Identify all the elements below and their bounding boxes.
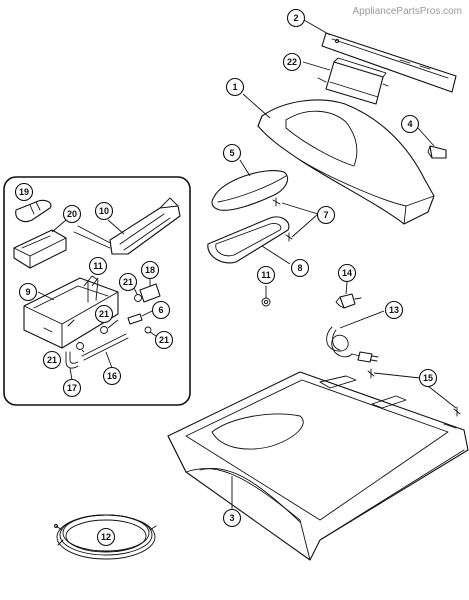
svg-text:16: 16 (107, 371, 117, 381)
leader-6 (141, 309, 155, 317)
part-5-lens (211, 170, 289, 211)
svg-text:7: 7 (323, 210, 328, 220)
callout-11-inset: 11 (88, 256, 108, 276)
svg-text:21: 21 (159, 335, 169, 345)
callout-9: 9 (18, 282, 38, 302)
leader-22 (302, 61, 331, 71)
part-6-nozzle (127, 313, 143, 325)
callout-21-d: 21 (42, 350, 62, 370)
callout-3: 3 (222, 508, 242, 528)
callout-21-a: 21 (118, 272, 138, 292)
svg-text:21: 21 (123, 277, 133, 287)
callout-12: 12 (96, 527, 116, 547)
svg-text:14: 14 (342, 268, 352, 278)
callout-15: 15 (418, 368, 438, 388)
part-7-screws (272, 197, 293, 242)
callout-21-b: 21 (94, 304, 114, 324)
watermark-text: AppliancePartsPros.com (353, 6, 463, 17)
leader-7 (281, 202, 319, 238)
leader-5 (239, 159, 251, 177)
callout-5: 5 (222, 143, 242, 163)
leader-14 (345, 281, 348, 295)
callout-6: 6 (151, 300, 171, 320)
callout-14: 14 (337, 263, 357, 283)
callout-17: 17 (62, 378, 82, 398)
svg-text:20: 20 (67, 209, 77, 219)
svg-text:11: 11 (261, 270, 271, 280)
svg-text:13: 13 (389, 305, 399, 315)
svg-text:22: 22 (287, 57, 297, 67)
leader-1 (242, 93, 271, 119)
svg-text:5: 5 (229, 148, 234, 158)
svg-text:17: 17 (67, 383, 77, 393)
part-18-valve (139, 277, 161, 303)
part-13-power-cord (326, 326, 379, 363)
callout-7: 7 (316, 205, 336, 225)
leader-13 (339, 310, 385, 329)
callout-13: 13 (384, 300, 404, 320)
callout-20: 20 (62, 204, 82, 224)
part-19-pad (15, 199, 52, 223)
callout-11: 11 (256, 265, 276, 285)
callout-22: 22 (282, 52, 302, 72)
svg-text:9: 9 (25, 287, 30, 297)
part-9-base-assembly (23, 275, 119, 349)
part-21-fittings (76, 294, 152, 350)
part-12-harness-coil (54, 514, 157, 560)
leader-10 (107, 219, 125, 235)
leader-15 (373, 372, 457, 409)
part-15-screws (367, 368, 461, 417)
svg-text:12: 12 (101, 532, 111, 542)
svg-text:2: 2 (293, 13, 298, 23)
svg-text:4: 4 (407, 119, 412, 129)
part-22-module (317, 57, 389, 105)
part-16-tube (81, 333, 129, 361)
callout-10: 10 (94, 201, 114, 221)
svg-text:3: 3 (229, 513, 234, 523)
leader-8 (261, 245, 291, 265)
svg-text:18: 18 (145, 265, 155, 275)
callout-1: 1 (225, 77, 245, 97)
svg-text:11: 11 (93, 261, 103, 271)
part-1-console (257, 99, 435, 225)
svg-text:6: 6 (158, 305, 163, 315)
leader-16 (105, 351, 113, 369)
part-11-grommet (261, 285, 271, 307)
part-4-clip (427, 145, 447, 159)
leader-9 (37, 291, 55, 301)
svg-text:10: 10 (99, 206, 109, 216)
callout-2: 2 (286, 8, 306, 28)
part-10-bracket (73, 197, 181, 255)
callout-8: 8 (290, 258, 310, 278)
leader-2 (303, 19, 331, 36)
callout-21-c: 21 (154, 330, 174, 350)
part-14-switch (335, 293, 362, 309)
part-8-bezel (207, 216, 290, 264)
leader-21 (81, 287, 157, 353)
leader-17 (69, 367, 73, 381)
part-17-elbow-hose (65, 351, 79, 369)
callout-4: 4 (400, 114, 420, 134)
svg-text:21: 21 (99, 309, 109, 319)
callout-19: 19 (14, 182, 34, 202)
callout-18: 18 (140, 260, 160, 280)
inset-frame (3, 176, 191, 406)
svg-text:1: 1 (232, 82, 237, 92)
leader-20 (51, 219, 67, 233)
leader-4 (417, 127, 435, 147)
leader-11-inset (91, 277, 99, 287)
svg-text:19: 19 (19, 187, 29, 197)
part-20-housing (13, 229, 67, 269)
svg-text:8: 8 (297, 263, 302, 273)
part-3-top-panel (167, 371, 469, 561)
svg-text:21: 21 (47, 355, 57, 365)
svg-text:15: 15 (423, 373, 433, 383)
callout-16: 16 (102, 366, 122, 386)
part-2-control-strip (321, 32, 457, 93)
